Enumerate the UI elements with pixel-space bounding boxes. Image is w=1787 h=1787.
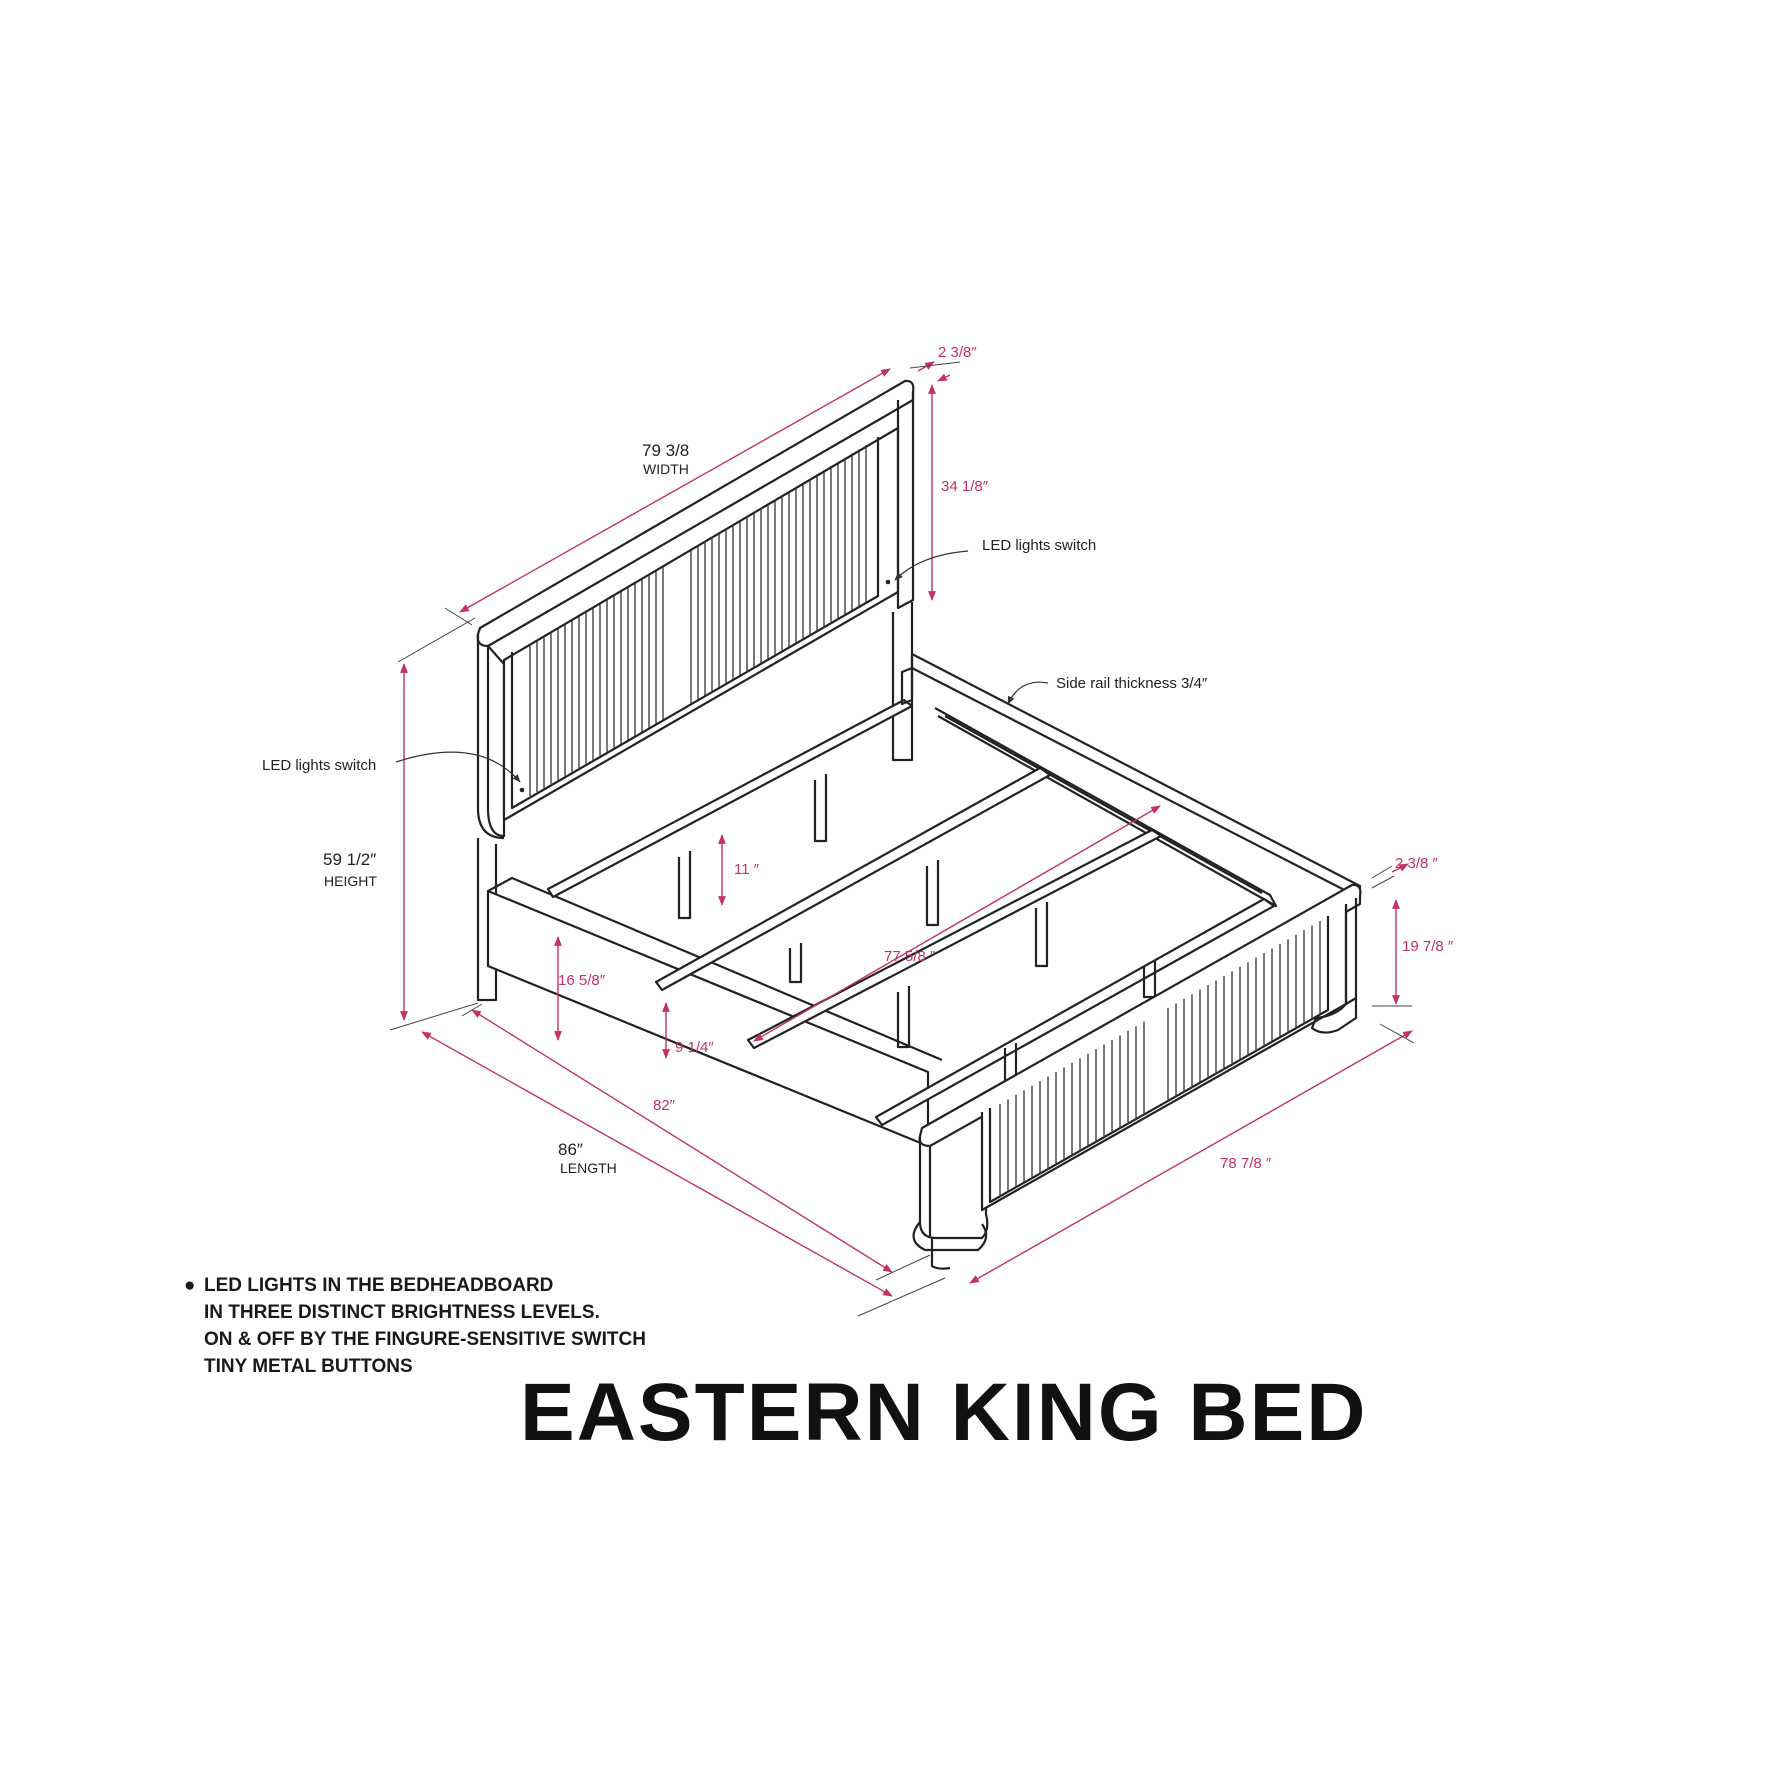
rail-clearance: 11 ″ <box>734 861 760 878</box>
callout-led-switch-left: LED lights switch <box>262 757 376 774</box>
callout-led-switch-right: LED lights switch <box>982 537 1096 554</box>
side-rail-height: 16 5/8″ <box>558 972 606 989</box>
length-label: LENGTH <box>560 1160 617 1176</box>
headboard-thickness: 2 3/8″ <box>938 344 977 361</box>
height-label: HEIGHT <box>324 873 377 889</box>
feature-notes: ●LED LIGHTS IN THE BEDHEADBOARD IN THREE… <box>184 1272 646 1380</box>
callout-side-rail: Side rail thickness 3/4″ <box>1056 675 1208 692</box>
slat-clearance: 9 1/4″ <box>675 1039 714 1056</box>
width-value: 79 3/8 <box>642 441 689 460</box>
page-title: EASTERN KING BED <box>520 1367 1368 1458</box>
footboard-height: 19 7/8 ″ <box>1402 938 1454 955</box>
bullet-icon: ● <box>184 1275 196 1296</box>
length-value: 86″ <box>558 1140 583 1159</box>
rail-length: 82″ <box>653 1097 676 1114</box>
note-line: ●LED LIGHTS IN THE BEDHEADBOARD <box>184 1272 646 1299</box>
headboard <box>476 379 915 1002</box>
led-switch-left-dot <box>519 787 525 793</box>
callout-leaders <box>395 550 1049 783</box>
note-line: ON & OFF BY THE FINGURE-SENSITIVE SWITCH <box>204 1329 646 1350</box>
footboard <box>912 883 1362 1270</box>
footboard-width: 78 7/8 ″ <box>1220 1155 1272 1172</box>
footboard-thickness: 2 3/8 ″ <box>1395 855 1439 872</box>
inner-length: 77 5/8 ″ <box>884 948 936 965</box>
note-line: IN THREE DISTINCT BRIGHTNESS LEVELS. <box>204 1302 600 1323</box>
height-value: 59 1/2″ <box>323 850 376 869</box>
width-label: WIDTH <box>643 461 689 477</box>
headboard-panel-height: 34 1/8″ <box>941 478 989 495</box>
dimension-lines <box>389 361 1415 1317</box>
note-line: TINY METAL BUTTONS <box>204 1356 413 1377</box>
led-switch-right-dot <box>885 579 891 585</box>
